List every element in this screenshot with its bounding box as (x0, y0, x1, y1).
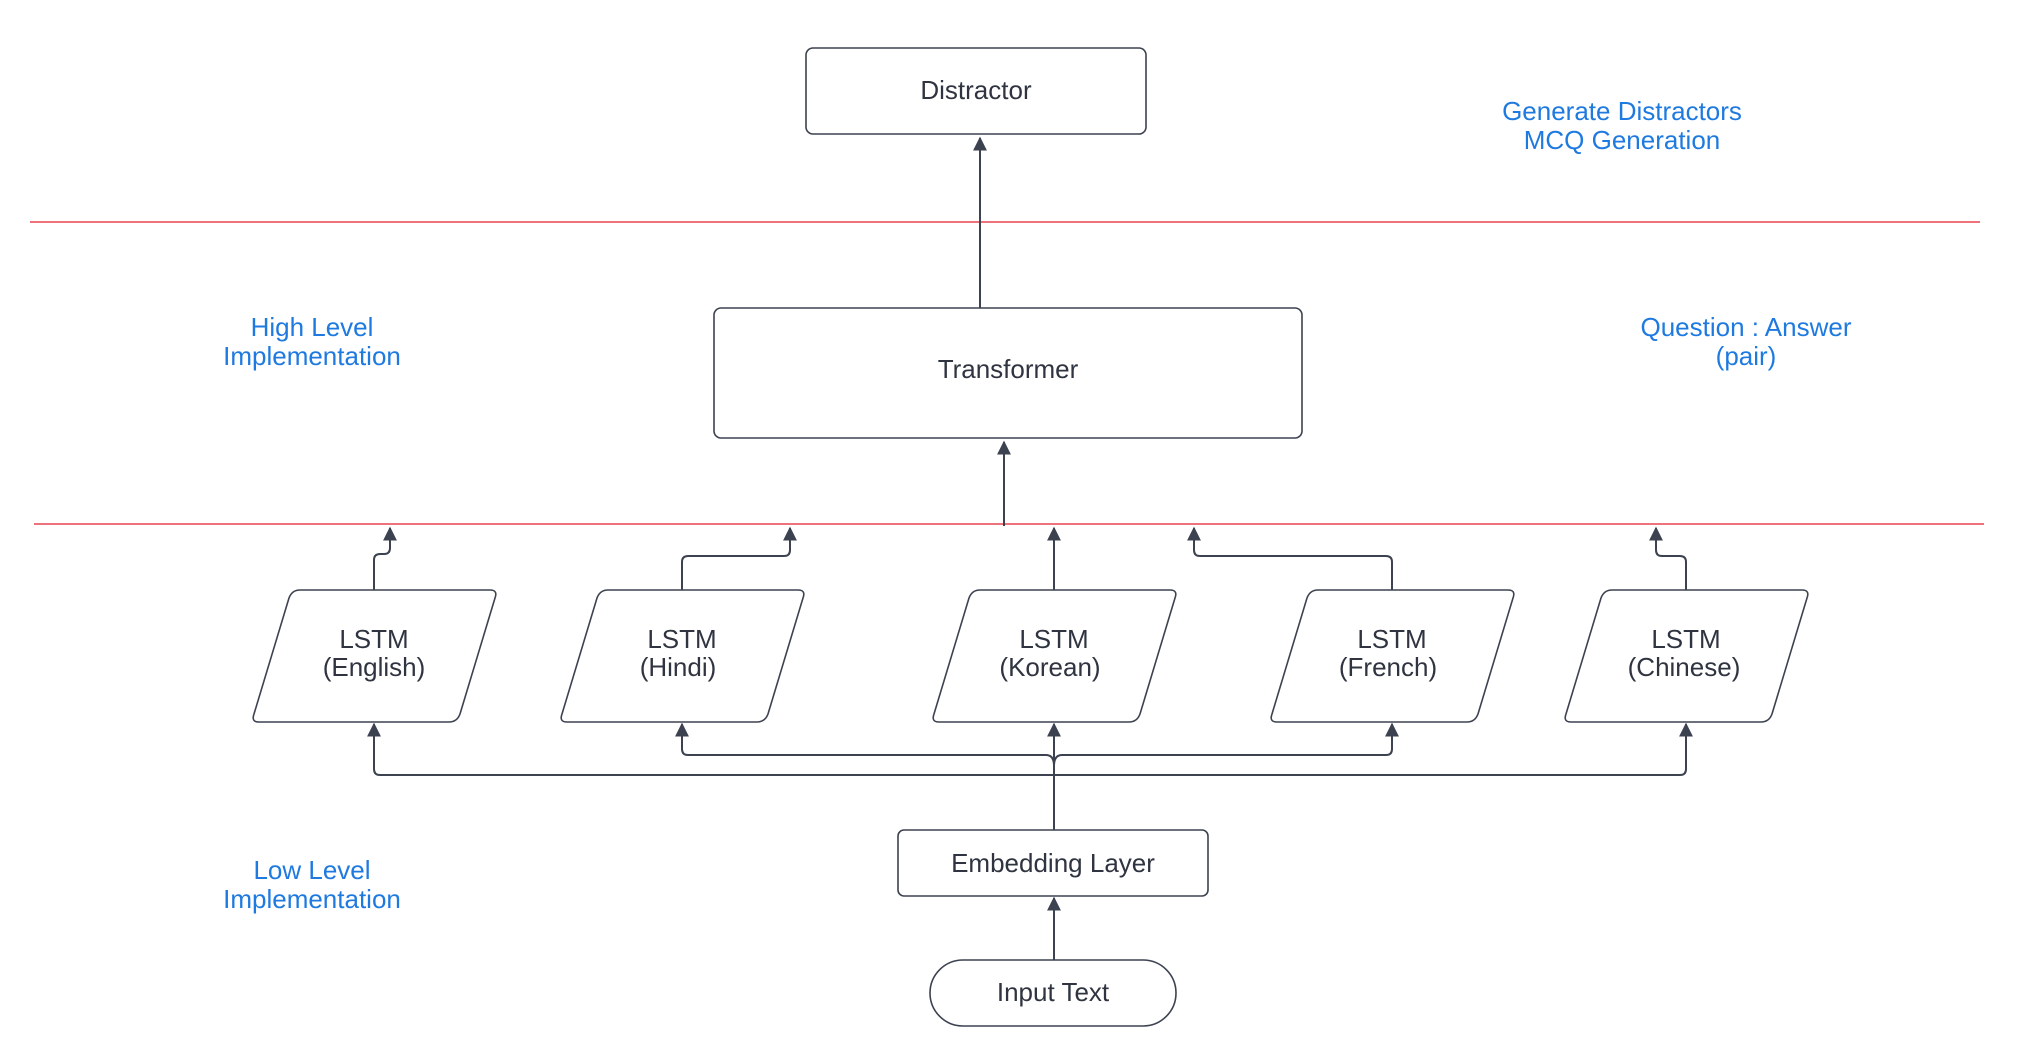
svg-text:Transformer: Transformer (938, 354, 1079, 384)
edge-lstm-english-out (373, 526, 397, 590)
svg-text:(French): (French) (1339, 652, 1437, 682)
svg-text:Low Level: Low Level (253, 855, 370, 885)
edge-embedding-to-chinese (1054, 722, 1693, 776)
svg-text:(Korean): (Korean) (999, 652, 1100, 682)
svg-text:(pair): (pair) (1716, 341, 1777, 371)
svg-text:Embedding Layer: Embedding Layer (951, 848, 1155, 878)
svg-text:LSTM: LSTM (647, 624, 716, 654)
svg-text:Input Text: Input Text (997, 977, 1110, 1007)
node-lstm-korean: LSTM (Korean) (932, 589, 1177, 723)
edge-embedding-to-french (1053, 722, 1399, 767)
annotation-low-level: Low Level Implementation (223, 855, 401, 914)
annotation-high-level: High Level Implementation (223, 312, 401, 371)
svg-text:Implementation: Implementation (223, 341, 401, 371)
edge-embedding-to-hindi (675, 722, 1055, 767)
svg-text:High Level: High Level (251, 312, 374, 342)
edges (367, 136, 1693, 960)
node-lstm-hindi: LSTM (Hindi) (560, 589, 805, 723)
edge-embedding-to-english (367, 722, 1054, 776)
node-input-text: Input Text (929, 959, 1177, 1027)
svg-text:LSTM: LSTM (1357, 624, 1426, 654)
svg-text:(Hindi): (Hindi) (640, 652, 717, 682)
node-lstm-english: LSTM (English) (252, 589, 497, 723)
svg-text:Distractor: Distractor (920, 75, 1032, 105)
node-distractor: Distractor (805, 47, 1147, 135)
svg-text:LSTM: LSTM (1019, 624, 1088, 654)
node-lstm-french: LSTM (French) (1270, 589, 1515, 723)
node-transformer: Transformer (713, 307, 1303, 439)
svg-text:LSTM: LSTM (1651, 624, 1720, 654)
svg-text:Question : Answer: Question : Answer (1641, 312, 1852, 342)
edge-lstm-chinese-out (1649, 526, 1687, 590)
svg-text:(English): (English) (323, 652, 426, 682)
annotation-generate-distractors: Generate Distractors MCQ Generation (1502, 96, 1742, 155)
svg-text:Generate Distractors: Generate Distractors (1502, 96, 1742, 126)
node-lstm-chinese: LSTM (Chinese) (1564, 589, 1809, 723)
edge-lstm-hindi-out (681, 526, 797, 590)
svg-text:LSTM: LSTM (339, 624, 408, 654)
svg-text:Implementation: Implementation (223, 884, 401, 914)
annotation-question-answer: Question : Answer (pair) (1641, 312, 1852, 371)
svg-text:MCQ Generation: MCQ Generation (1524, 125, 1721, 155)
edge-lstm-french-out (1187, 526, 1393, 590)
svg-text:(Chinese): (Chinese) (1628, 652, 1741, 682)
node-embedding-layer: Embedding Layer (897, 829, 1209, 897)
